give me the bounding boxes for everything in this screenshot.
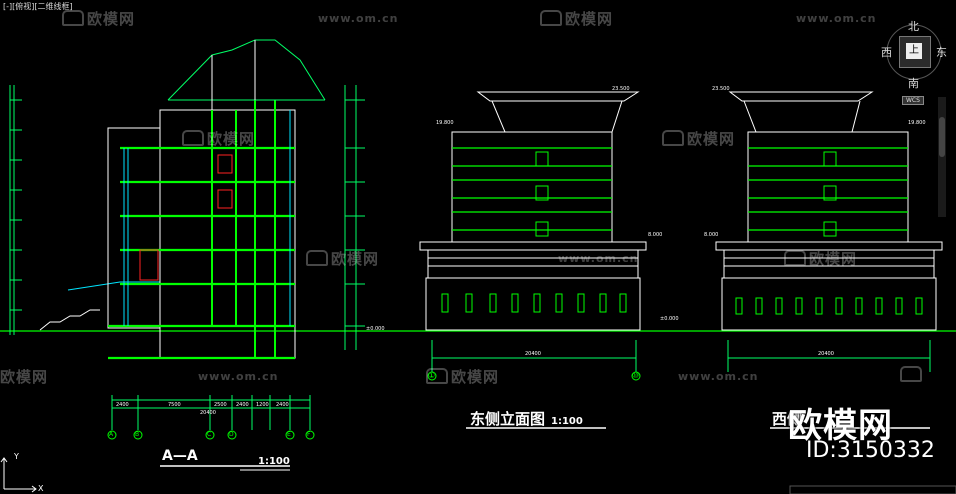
section-a-a	[9, 39, 365, 471]
left-elevation-scale	[9, 85, 22, 335]
wcs-menu[interactable]: WCS	[902, 96, 924, 105]
watermark-logo-icon	[662, 130, 684, 146]
section-dimension-chain	[111, 395, 311, 430]
ucs-y-label: Y	[14, 452, 19, 461]
watermark-url: www.om.cn	[558, 252, 639, 265]
section-bay-dim: 7500	[168, 402, 181, 408]
watermark-logo-icon	[62, 10, 84, 26]
grid-label: A	[109, 431, 114, 438]
grid-label: B	[135, 431, 140, 438]
grid-label: ⑩	[632, 371, 640, 380]
viewcube-ring[interactable]	[886, 24, 942, 80]
viewcube-south[interactable]: 南	[908, 77, 919, 90]
watermark-logo-icon	[784, 250, 806, 266]
navigation-bar[interactable]	[938, 97, 946, 217]
grid-label: ①	[428, 371, 436, 380]
viewcube-north[interactable]: 北	[908, 20, 919, 33]
watermark-brand: 欧模网	[540, 8, 613, 29]
watermark-brand	[900, 366, 925, 384]
watermark-url: www.om.cn	[796, 12, 877, 25]
east-elevation	[419, 91, 647, 429]
section-bay-dim: 1200	[256, 402, 269, 408]
west-roof-elevation: 19.800	[908, 120, 926, 126]
ucs-icon	[0, 457, 37, 493]
east-elevation-title: 东侧立面图 1:100	[470, 408, 583, 429]
west-title-label: 西侧	[772, 410, 803, 428]
section-scale: 1:100	[258, 456, 290, 467]
section-total-dimension: 20400	[200, 410, 216, 416]
watermark-brand: 欧模网	[662, 128, 735, 149]
east-width-dimension: 20400	[525, 351, 541, 357]
section-bay-dim: 2500	[214, 402, 227, 408]
section-title-label: A—A	[162, 448, 198, 464]
watermark-brand: 欧模网	[182, 128, 255, 149]
west-roof-canopy	[728, 91, 874, 102]
west-top-elevation: 23.500	[712, 86, 730, 92]
brand-watermark-large: 欧模网	[788, 406, 893, 446]
east-top-elevation: 23.500	[612, 86, 630, 92]
east-ground-elevation: ±0.000	[660, 316, 679, 322]
watermark-url: www.om.cn	[318, 12, 399, 25]
section-ground-elevation: ±0.000	[366, 326, 385, 332]
ucs-x-label: X	[38, 484, 44, 493]
watermark-brand: 欧模网	[426, 366, 499, 387]
viewcube-top-face[interactable]: 上	[906, 43, 922, 59]
section-bay-dim: 2400	[116, 402, 129, 408]
east-podium-elevation: 8.000	[648, 232, 663, 238]
section-grid-bubbles	[107, 430, 315, 440]
section-title: A—A	[162, 448, 198, 464]
grid-label: C	[207, 431, 212, 438]
watermark-logo-icon	[306, 250, 328, 266]
viewcube-west[interactable]: 西	[881, 46, 892, 59]
watermark-brand: 欧模网	[62, 8, 135, 29]
east-title-label: 东侧立面图	[470, 410, 546, 428]
watermark-url: www.om.cn	[198, 370, 279, 383]
east-roof-elevation: 19.800	[436, 120, 454, 126]
bottom-right-panel-edge	[789, 485, 956, 494]
east-title-scale: 1:100	[551, 416, 583, 427]
grid-label: D	[229, 431, 234, 438]
west-podium-elevation: 8.000	[704, 232, 719, 238]
watermark-brand: 欧模网	[306, 248, 379, 269]
section-bay-dim: 2400	[276, 402, 289, 408]
watermark-logo-icon	[182, 130, 204, 146]
grid-label: E	[287, 431, 291, 438]
viewport-controls-label[interactable]: [-][俯视][二维线框]	[3, 2, 73, 11]
model-id-watermark: ID:3150332	[806, 438, 935, 463]
west-elevation	[715, 91, 943, 429]
east-roof-canopy	[476, 91, 640, 102]
watermark-logo-icon	[426, 368, 448, 384]
grid-label: F	[307, 431, 311, 438]
watermark-url: www.om.cn	[678, 370, 759, 383]
section-bay-dim: 2400	[236, 402, 249, 408]
section-roof	[167, 39, 326, 101]
viewcube-east[interactable]: 东	[936, 46, 947, 59]
watermark-brand: 欧模网	[784, 248, 857, 269]
watermark-logo-icon	[900, 366, 922, 382]
west-elevation-title: 西侧	[772, 408, 802, 429]
west-width-dimension: 20400	[818, 351, 834, 357]
watermark-brand: 欧模网	[0, 368, 49, 386]
right-elevation-scale	[344, 85, 365, 350]
watermark-logo-icon	[540, 10, 562, 26]
section-canopy	[67, 281, 160, 291]
navigation-bar-handle[interactable]	[939, 117, 945, 157]
